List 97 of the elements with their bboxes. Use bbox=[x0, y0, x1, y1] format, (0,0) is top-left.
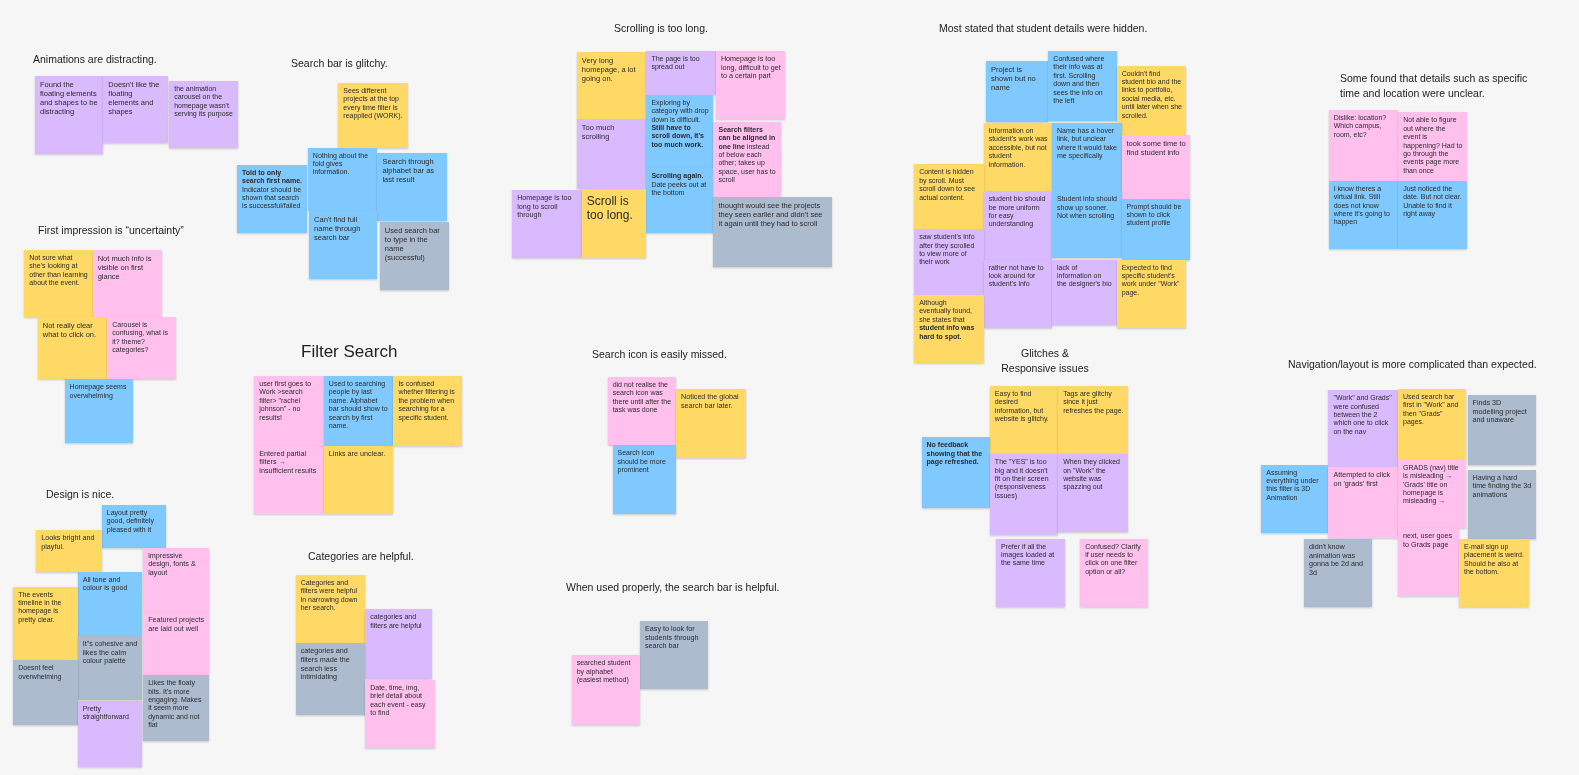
sticky-note bbox=[393, 376, 462, 446]
sticky-note bbox=[103, 76, 168, 144]
sticky-note bbox=[77, 636, 143, 701]
sticky-note bbox=[13, 660, 78, 725]
cluster-heading: Scrolling is too long. bbox=[614, 21, 708, 36]
sticky-note bbox=[1052, 191, 1122, 259]
sticky-note bbox=[646, 168, 714, 233]
sticky-note bbox=[377, 152, 447, 221]
sticky-note bbox=[323, 376, 394, 446]
sticky-note bbox=[77, 700, 143, 768]
sticky-note bbox=[989, 454, 1059, 535]
cluster-heading: When used properly, the search bar is helpful. bbox=[566, 580, 780, 595]
sticky-note bbox=[1080, 538, 1149, 607]
sticky-note bbox=[365, 609, 433, 679]
sticky-note bbox=[1304, 539, 1373, 608]
sticky-note bbox=[715, 51, 786, 120]
sticky-note bbox=[254, 376, 324, 446]
sticky-note bbox=[1121, 135, 1190, 199]
sticky-note bbox=[995, 538, 1066, 607]
sticky-note bbox=[1398, 389, 1467, 460]
sticky-note bbox=[1121, 198, 1190, 260]
sticky-note bbox=[983, 191, 1052, 260]
sticky-note bbox=[365, 679, 435, 749]
sticky-note bbox=[512, 190, 582, 259]
sticky-note bbox=[1116, 259, 1187, 328]
sticky-note bbox=[143, 611, 209, 676]
sticky-note bbox=[713, 197, 832, 267]
sticky-note bbox=[576, 52, 647, 120]
sticky-note bbox=[576, 119, 647, 189]
sticky-note bbox=[983, 259, 1052, 328]
sticky-note bbox=[989, 386, 1059, 455]
sticky-note bbox=[1328, 110, 1399, 181]
cluster-heading: Search bar is glitchy. bbox=[291, 56, 388, 71]
sticky-note bbox=[1467, 395, 1536, 465]
sticky-note bbox=[338, 83, 408, 148]
sticky-note bbox=[1328, 180, 1399, 250]
sticky-note bbox=[237, 164, 307, 234]
cluster-heading: Animations are distracting. bbox=[33, 52, 157, 67]
sticky-note bbox=[107, 317, 176, 380]
sticky-note bbox=[36, 530, 102, 572]
sticky-note bbox=[914, 229, 984, 295]
cluster-heading: Categories are helpful. bbox=[308, 549, 414, 564]
sticky-note bbox=[986, 60, 1049, 122]
sticky-note bbox=[24, 250, 93, 318]
cluster-heading: Navigation/layout is more complicated than expected. bbox=[1288, 357, 1537, 372]
sticky-note bbox=[1052, 259, 1117, 326]
sticky-note bbox=[646, 51, 716, 95]
sticky-note bbox=[1328, 390, 1398, 468]
sticky-note bbox=[169, 80, 238, 148]
sticky-note bbox=[1398, 459, 1467, 529]
note-text: Scroll is too long. bbox=[586, 194, 634, 223]
sticky-note bbox=[13, 586, 78, 661]
sticky-note bbox=[101, 505, 167, 548]
sticky-note bbox=[1459, 539, 1529, 608]
cluster-heading: Glitches & Responsive issues bbox=[1000, 346, 1090, 377]
sticky-note bbox=[612, 445, 676, 514]
sticky-note bbox=[914, 164, 984, 230]
cluster-heading: Some found that details such as specific time and location were unclear. bbox=[1340, 71, 1529, 102]
sticky-note bbox=[307, 147, 378, 212]
sticky-note bbox=[676, 389, 746, 458]
sticky-note bbox=[64, 379, 133, 443]
sticky-note bbox=[646, 94, 714, 169]
sticky-note bbox=[295, 643, 366, 716]
cluster-heading: Search icon is easily missed. bbox=[592, 347, 727, 362]
sticky-note bbox=[1058, 386, 1128, 455]
sticky-note bbox=[295, 575, 366, 644]
sticky-note bbox=[1398, 528, 1459, 597]
sticky-note bbox=[309, 211, 378, 280]
sticky-note bbox=[35, 76, 104, 155]
sticky-note bbox=[77, 571, 143, 637]
sticky-note bbox=[1261, 464, 1329, 533]
sticky-note bbox=[143, 547, 209, 612]
sticky-note bbox=[1052, 122, 1122, 192]
sticky-note bbox=[983, 122, 1052, 192]
sticky-note bbox=[581, 190, 647, 259]
sticky-note bbox=[1328, 467, 1398, 538]
sticky-note bbox=[1116, 65, 1187, 136]
cluster-heading: First impression is “uncertainty” bbox=[38, 223, 184, 238]
sticky-note bbox=[92, 250, 163, 318]
sticky-note bbox=[37, 317, 108, 380]
sticky-note bbox=[914, 295, 984, 364]
sticky-note bbox=[1398, 180, 1467, 250]
sticky-note bbox=[1058, 454, 1128, 533]
sticky-note bbox=[571, 655, 640, 725]
sticky-note bbox=[143, 675, 209, 741]
cluster-heading: Design is nice. bbox=[46, 487, 115, 502]
sticky-note bbox=[607, 377, 676, 446]
sticky-note bbox=[1467, 469, 1536, 540]
sticky-note bbox=[1048, 51, 1117, 121]
cluster-heading: Most stated that student details were hidden. bbox=[939, 21, 1148, 36]
sticky-note bbox=[379, 222, 450, 291]
sticky-note bbox=[921, 437, 990, 508]
cluster-heading: Filter Search bbox=[301, 341, 398, 363]
sticky-note bbox=[323, 445, 394, 514]
sticky-note bbox=[254, 445, 324, 514]
sticky-note bbox=[713, 121, 781, 198]
sticky-note bbox=[640, 621, 709, 690]
